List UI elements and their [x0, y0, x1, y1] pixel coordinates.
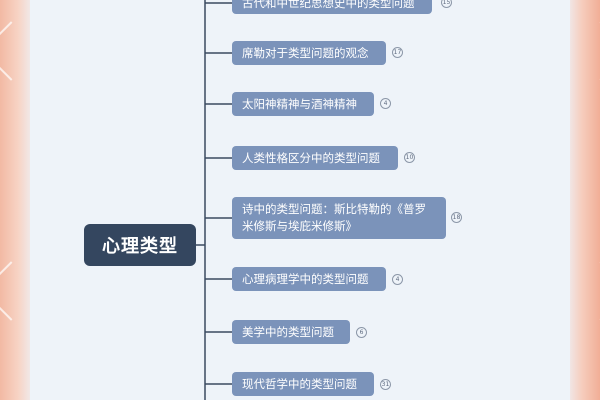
badge-2: 17 — [392, 47, 403, 58]
badge-3: 4 — [380, 98, 391, 109]
branch-label: 席勒对于类型问题的观念 — [242, 45, 369, 60]
branch-node-7[interactable]: 美学中的类型问题 — [232, 320, 350, 344]
branch-node-4[interactable]: 人类性格区分中的类型问题 — [232, 146, 398, 170]
badge-5: 18 — [451, 212, 462, 223]
branch-label: 诗中的类型问题：斯比特勒的《普罗米修斯与埃庇米修斯》 — [242, 202, 426, 233]
branch-node-1[interactable]: 古代和中世纪思想史中的类型问题 — [232, 0, 432, 14]
branch-label: 人类性格区分中的类型问题 — [242, 150, 380, 165]
branch-node-5[interactable]: 诗中的类型问题：斯比特勒的《普罗米修斯与埃庇米修斯》 — [232, 197, 446, 239]
badge-4: 10 — [404, 152, 415, 163]
root-node[interactable]: 心理类型 — [84, 224, 196, 266]
badge-6: 4 — [392, 274, 403, 285]
branch-node-6[interactable]: 心理病理学中的类型问题 — [232, 267, 386, 291]
branch-label: 心理病理学中的类型问题 — [242, 271, 369, 286]
badge-7: 6 — [356, 327, 367, 338]
branch-node-2[interactable]: 席勒对于类型问题的观念 — [232, 41, 386, 65]
branch-label: 太阳神精神与酒神精神 — [242, 96, 357, 111]
branch-node-8[interactable]: 现代哲学中的类型问题 — [232, 372, 374, 396]
branch-label: 美学中的类型问题 — [242, 324, 334, 339]
badge-1: 15 — [441, 0, 452, 8]
branch-node-3[interactable]: 太阳神精神与酒神精神 — [232, 92, 374, 116]
badge-8: 31 — [380, 379, 391, 390]
branch-label: 现代哲学中的类型问题 — [242, 376, 357, 391]
root-label: 心理类型 — [102, 236, 178, 257]
branch-label: 古代和中世纪思想史中的类型问题 — [242, 0, 415, 10]
